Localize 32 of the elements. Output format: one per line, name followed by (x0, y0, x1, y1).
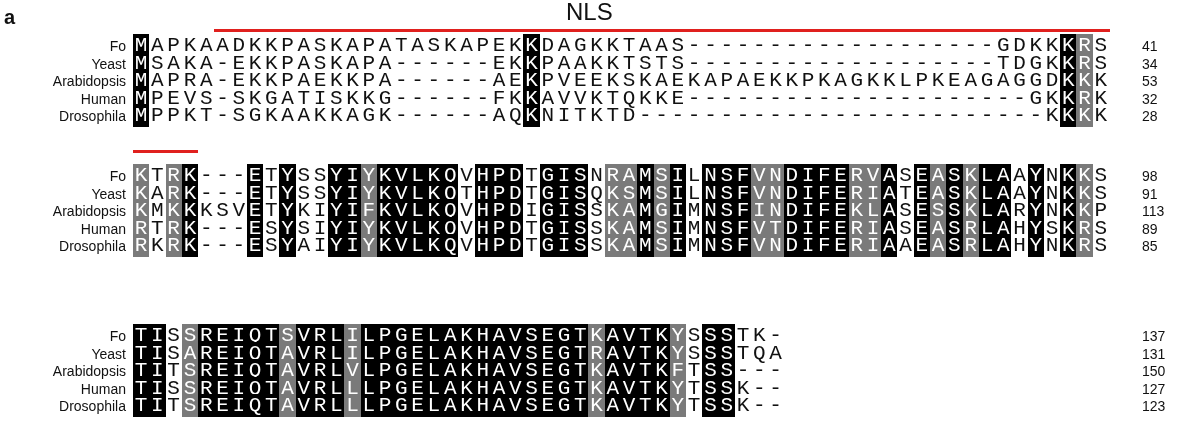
residue-count: 113 (1142, 203, 1165, 220)
residue-count: 123 (1142, 398, 1166, 415)
species-name: Human (79, 220, 126, 237)
species-name: Fo (108, 168, 126, 184)
residue-count: 41 (1142, 38, 1158, 54)
species-name: Human (79, 90, 126, 107)
species-name: Arabidopsis (51, 363, 126, 380)
panel-letter: a (4, 6, 16, 29)
residue-count: 98 (1142, 168, 1158, 184)
residue-count: 85 (1142, 238, 1158, 255)
species-name: Yeast (90, 345, 126, 362)
region-label: NLS (566, 0, 613, 26)
residue-count: 32 (1142, 90, 1158, 107)
residue-count: 34 (1142, 55, 1158, 72)
residue-count: 131 (1142, 345, 1166, 362)
species-name: Arabidopsis (51, 203, 126, 220)
species-name: Drosophila (58, 238, 126, 255)
species-name: Drosophila (58, 108, 126, 125)
residue-count: 150 (1142, 363, 1166, 380)
residue-count: 28 (1142, 108, 1158, 125)
species-name: Fo (108, 328, 126, 344)
species-name: Yeast (90, 185, 126, 202)
species-name: Drosophila (58, 398, 126, 415)
residue-count: 89 (1142, 220, 1158, 237)
species-name: Yeast (90, 55, 126, 72)
residue-count: 53 (1142, 73, 1158, 90)
residue-count: 137 (1142, 328, 1166, 344)
residue-count: 91 (1142, 185, 1158, 202)
species-name: Arabidopsis (51, 73, 126, 90)
species-name: Human (79, 380, 126, 397)
residue-count: 127 (1142, 380, 1166, 397)
species-name: Fo (108, 38, 126, 54)
